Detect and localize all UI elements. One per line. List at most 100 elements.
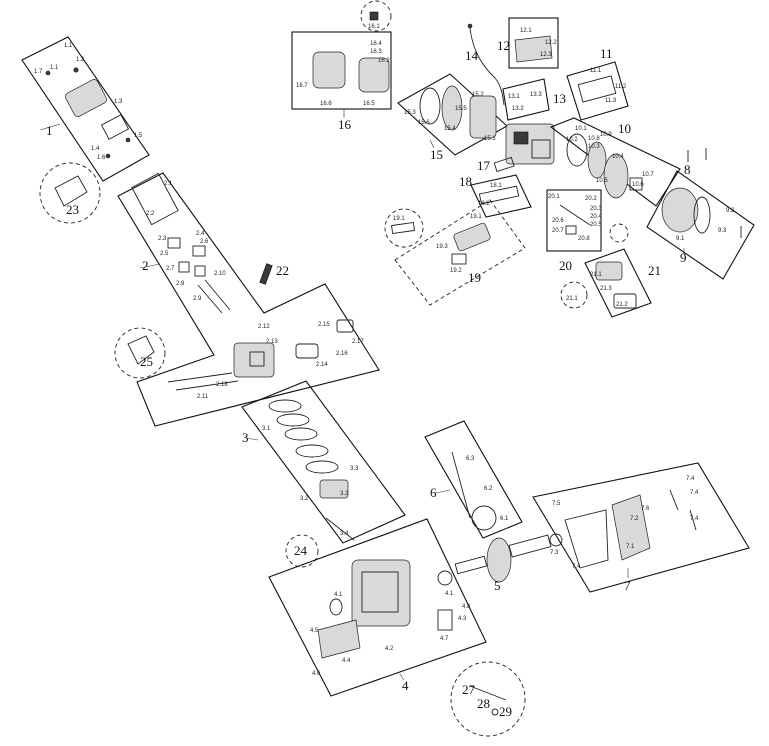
label-9-3: 9.3: [718, 228, 727, 234]
label-2-17: 2.17: [352, 339, 364, 345]
label-11-1: 11.1: [590, 68, 602, 74]
label-21-1-circle: 21.1: [566, 296, 578, 302]
label-20-3: 20.3: [590, 206, 602, 212]
group-21-1-circle: 21.1: [560, 281, 588, 309]
group-6-label: 6: [430, 485, 437, 500]
group-19-part: 19.1 19.3 19.2 19: [394, 199, 526, 306]
label-19-3: 19.3: [436, 244, 448, 250]
label-2-3: 2.3: [158, 236, 167, 242]
label-16-3: 16.3: [370, 49, 382, 55]
group-9-recoil-starter: 9.1 9.2 9.3 9: [646, 170, 755, 280]
group-11-part: 11.1 11.2 11.3 11: [566, 46, 629, 121]
carburetor-assembly: [505, 123, 555, 165]
group-15-label: 15: [430, 147, 443, 162]
label-4-3: 4.3: [458, 616, 467, 622]
label-3-1: 3.1: [262, 426, 271, 432]
group-19-label: 19: [468, 270, 481, 285]
group-22-spark-plug: 22: [259, 263, 289, 285]
group-18-part: 18.1 18.2 18: [459, 174, 532, 218]
group-8-screws: 8: [684, 148, 742, 238]
label-16-1: 16.1: [368, 24, 380, 30]
label-15-1: 15.1: [484, 136, 496, 142]
label-11-2: 11.2: [615, 84, 627, 90]
label-1-3: 1.3: [114, 99, 123, 105]
label-15-4: 15.4: [444, 126, 456, 132]
group-13-label: 13: [553, 91, 566, 106]
label-13-1: 13.1: [508, 94, 520, 100]
label-19-1-circle: 19.1: [393, 216, 405, 222]
label-21-1: 21.1: [590, 272, 602, 278]
group-1-rocker-cover: 1.1 1.1 1.2 1.3 1.4 1.5 1.6 1.7 1: [21, 36, 150, 182]
group-7-label: 7: [624, 578, 631, 593]
label-3-3b: 3.3: [340, 491, 349, 497]
group-12-bracket: 12.1 12.2 12.3 12: [497, 17, 559, 69]
label-10-1: 10.1: [575, 126, 587, 132]
group-20-label: 20: [559, 258, 572, 273]
label-4-1a: 4.1: [334, 592, 343, 598]
group-17-label: 17: [477, 158, 491, 173]
group-6-camshaft: 6.3 6.2 6.1 6: [424, 420, 523, 539]
label-1-5: 1.5: [134, 133, 143, 139]
group-27-label: 27: [462, 682, 476, 697]
group-13-part: 13.1 13.2 13.3 13: [502, 78, 566, 121]
label-1-2: 1.2: [76, 57, 85, 63]
group-10-label: 10: [618, 121, 631, 136]
label-1-1b: 1.1: [50, 65, 59, 71]
label-20-2: 20.2: [585, 196, 597, 202]
group-14-cable: 14: [465, 23, 505, 106]
group-24-label: 24: [294, 543, 308, 558]
label-4-7: 4.7: [440, 636, 449, 642]
group-20-circle: [609, 223, 629, 243]
label-10-3: 10.3: [588, 144, 600, 150]
label-4-2: 4.2: [385, 646, 394, 652]
group-2-cylinder-head: 2.1 2.2 2.3 2.4 2.5 2.6 2.7 2.8 2.9 2.10…: [117, 172, 380, 427]
label-20-8: 20.8: [578, 236, 590, 242]
group-22-label: 22: [276, 263, 289, 278]
label-9-2: 9.2: [726, 208, 735, 214]
group-5-crankshaft: 5: [454, 534, 552, 593]
group-29-label: 29: [499, 704, 512, 719]
group-19-1-circle: 19.1: [384, 208, 424, 248]
label-10-5: 10.5: [596, 178, 608, 184]
group-23-gasket: 23: [39, 162, 101, 224]
label-15-3: 15.3: [404, 110, 416, 116]
label-2-5: 2.5: [160, 251, 169, 257]
label-15-5: 15.5: [455, 106, 467, 112]
group-10-flywheel: 10.1 10.2 10.3 10.4 10.5 10.6 10.7 10.8 …: [549, 117, 681, 207]
group-3-label: 3: [242, 430, 249, 445]
label-7-1: 7.1: [626, 544, 635, 550]
label-9-1: 9.1: [676, 236, 685, 242]
label-7-4b: 7.4: [690, 490, 699, 496]
group-4-crankcase: 4.1 4.1 4.2 4.3 4.4 4.5 4.6 4.7 4.8 4: [268, 518, 487, 697]
label-16-2: 16.2: [378, 58, 390, 64]
label-7-4c: 7.4: [690, 516, 699, 522]
label-2-9: 2.9: [193, 296, 202, 302]
group-25-label: 25: [140, 354, 153, 369]
group-16-label: 16: [338, 117, 352, 132]
label-3-4: 3.4: [340, 531, 349, 537]
label-10-6: 10.6: [632, 182, 644, 188]
label-15-6: 15.6: [418, 120, 430, 126]
label-2-8: 2.8: [176, 281, 185, 287]
group-14-label: 14: [465, 48, 479, 63]
label-3-2: 3.2: [300, 496, 309, 502]
group-12-label: 12: [497, 38, 510, 53]
group-21-air-filter: 21.1 21.2 21.3 21: [584, 248, 661, 318]
label-20-5: 20.5: [590, 222, 602, 228]
label-6-3: 6.3: [466, 456, 475, 462]
label-12-1: 12.1: [520, 28, 532, 34]
group-15-fan-housing: 15.3 15.6 15.4 15.5 15.2 15.1 15: [397, 73, 508, 162]
label-10-4: 10.4: [612, 154, 624, 160]
label-20-4: 20.4: [590, 214, 602, 220]
label-7-2: 7.2: [630, 516, 639, 522]
label-20-6: 20.6: [552, 218, 564, 224]
label-20-7: 20.7: [552, 228, 564, 234]
label-20-1: 20.1: [548, 194, 560, 200]
label-4-5: 4.5: [310, 628, 319, 634]
label-18-1: 18.1: [490, 183, 502, 189]
label-1-6: 1.6: [97, 155, 106, 161]
label-4-8: 4.8: [462, 604, 471, 610]
label-15-2: 15.2: [472, 92, 484, 98]
label-10-9: 10.9: [600, 132, 612, 138]
label-3-3: 3.3: [350, 466, 359, 472]
